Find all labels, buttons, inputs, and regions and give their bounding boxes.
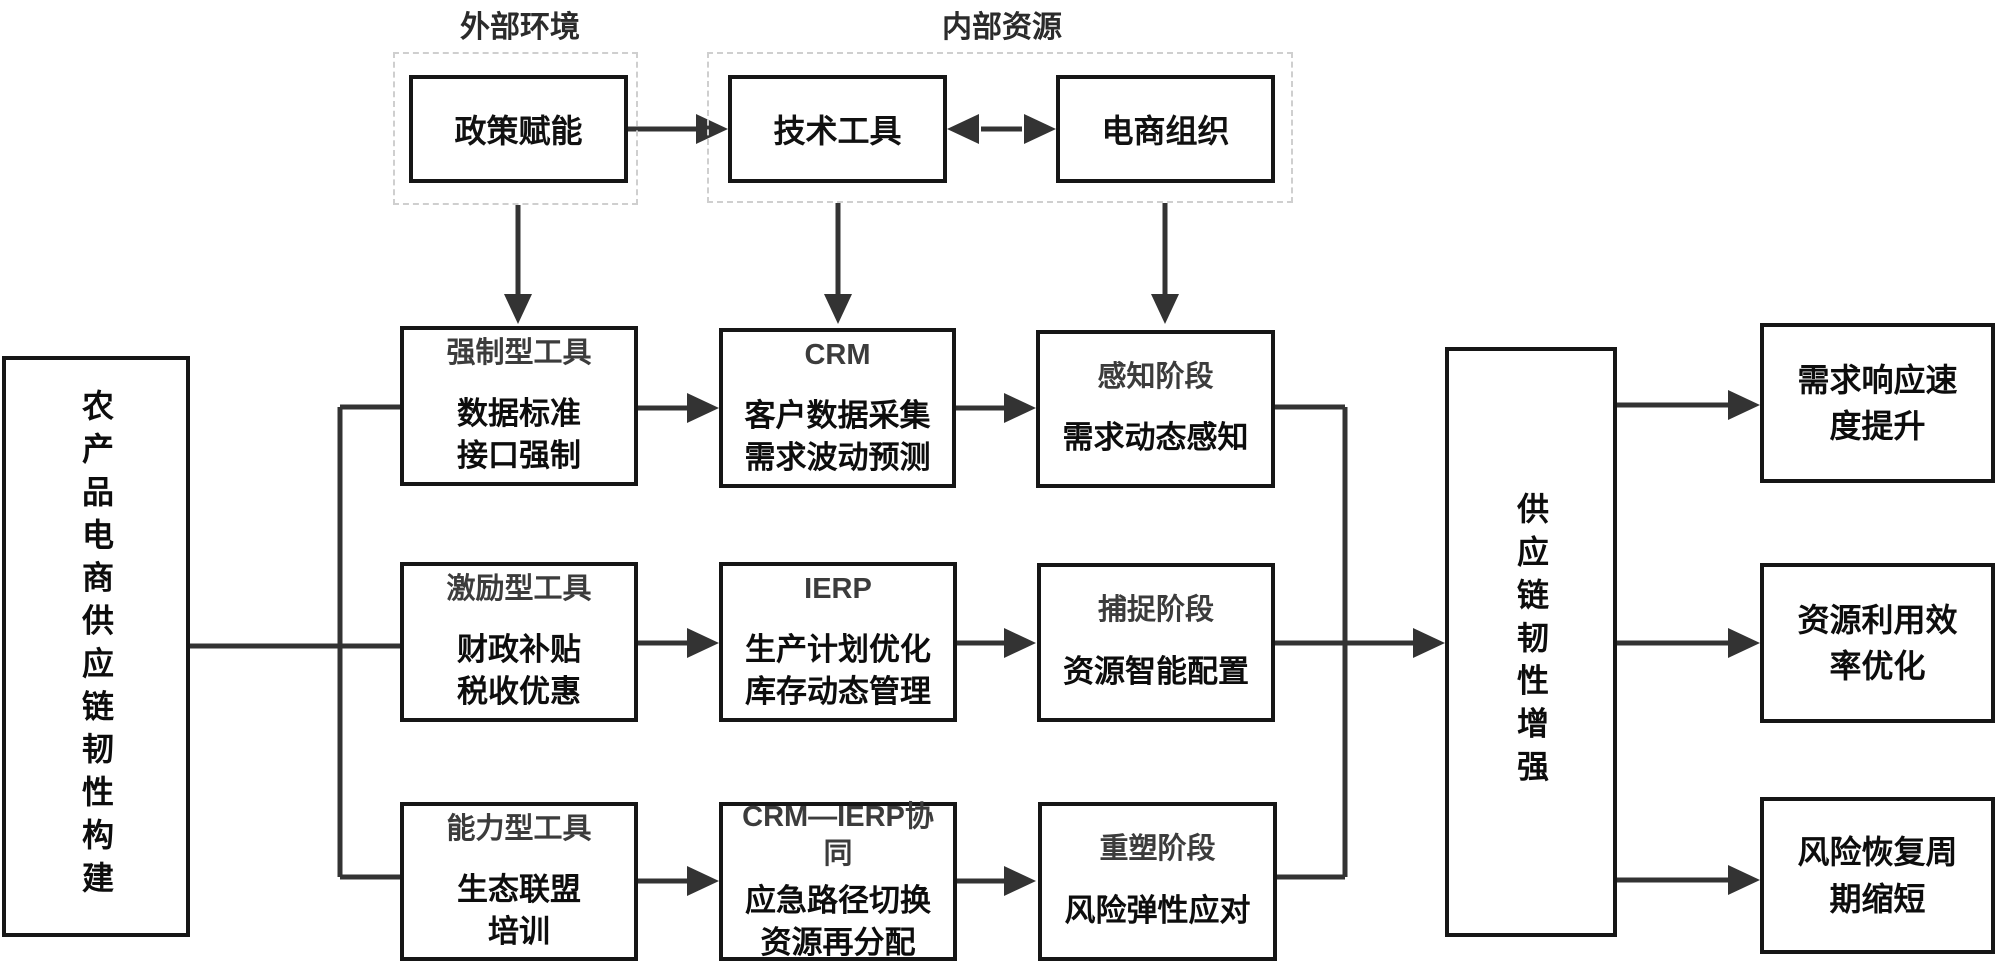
reshaping-stage-body: 风险弹性应对 xyxy=(1064,892,1251,928)
sensing-stage-body: 需求动态感知 xyxy=(1062,420,1249,456)
left-pillar-box: 农产品电商供应链韧性构建 xyxy=(2,356,190,937)
right-pillar-text: 供应链韧性增强 xyxy=(1513,491,1549,793)
reshaping-stage-title: 重塑阶段 xyxy=(1099,833,1216,866)
capability-tool-body: 生态联盟 培训 xyxy=(457,871,581,949)
external-environment-label: 外部环境 xyxy=(460,11,580,44)
ierp-body: 生产计划优化 库存动态管理 xyxy=(745,632,931,710)
mandatory-tool-box: 强制型工具 数据标准 接口强制 xyxy=(400,326,638,486)
internal-resources-zone xyxy=(707,52,1293,203)
resource-efficiency-outcome-box: 资源利用效 率优化 xyxy=(1760,563,1995,723)
policy-empowerment-box: 政策赋能 xyxy=(409,75,628,183)
right-pillar-box: 供应链韧性增强 xyxy=(1445,347,1617,937)
mandatory-tool-title: 强制型工具 xyxy=(446,337,592,370)
incentive-tool-body: 财政补贴 税收优惠 xyxy=(457,632,581,710)
crm-title: CRM xyxy=(804,339,871,372)
ierp-title: IERP xyxy=(804,573,872,606)
crm-ierp-synergy-box: CRM—IERP协 同 应急路径切换 资源再分配 xyxy=(719,801,957,961)
mandatory-tool-body: 数据标准 接口强制 xyxy=(457,396,581,474)
capture-stage-title: 捕捉阶段 xyxy=(1097,594,1214,627)
capability-tool-title: 能力型工具 xyxy=(446,812,592,845)
sensing-stage-title: 感知阶段 xyxy=(1097,360,1214,393)
demand-response-outcome-box: 需求响应速 度提升 xyxy=(1760,323,1995,483)
risk-recovery-outcome-box: 风险恢复周 期缩短 xyxy=(1760,797,1995,954)
left-pillar-text: 农产品电商供应链韧性构建 xyxy=(78,389,114,904)
capability-tool-box: 能力型工具 生态联盟 培训 xyxy=(400,802,638,961)
reshaping-stage-box: 重塑阶段 风险弹性应对 xyxy=(1038,802,1277,961)
incentive-tool-box: 激励型工具 财政补贴 税收优惠 xyxy=(400,562,638,722)
ecommerce-organization-box: 电商组织 xyxy=(1056,75,1275,183)
internal-resources-label: 内部资源 xyxy=(942,11,1062,44)
sensing-stage-box: 感知阶段 需求动态感知 xyxy=(1036,330,1275,488)
crm-ierp-synergy-title: CRM—IERP协 同 xyxy=(742,801,934,870)
technical-tools-box: 技术工具 xyxy=(728,75,947,183)
crm-body: 客户数据采集 需求波动预测 xyxy=(744,398,931,476)
crm-ierp-synergy-body: 应急路径切换 资源再分配 xyxy=(745,882,931,960)
external-environment-zone xyxy=(393,52,638,205)
crm-box: CRM 客户数据采集 需求波动预测 xyxy=(719,328,956,488)
incentive-tool-title: 激励型工具 xyxy=(446,573,592,606)
ierp-box: IERP 生产计划优化 库存动态管理 xyxy=(719,562,957,722)
capture-stage-box: 捕捉阶段 资源智能配置 xyxy=(1037,563,1275,722)
capture-stage-body: 资源智能配置 xyxy=(1063,653,1249,689)
